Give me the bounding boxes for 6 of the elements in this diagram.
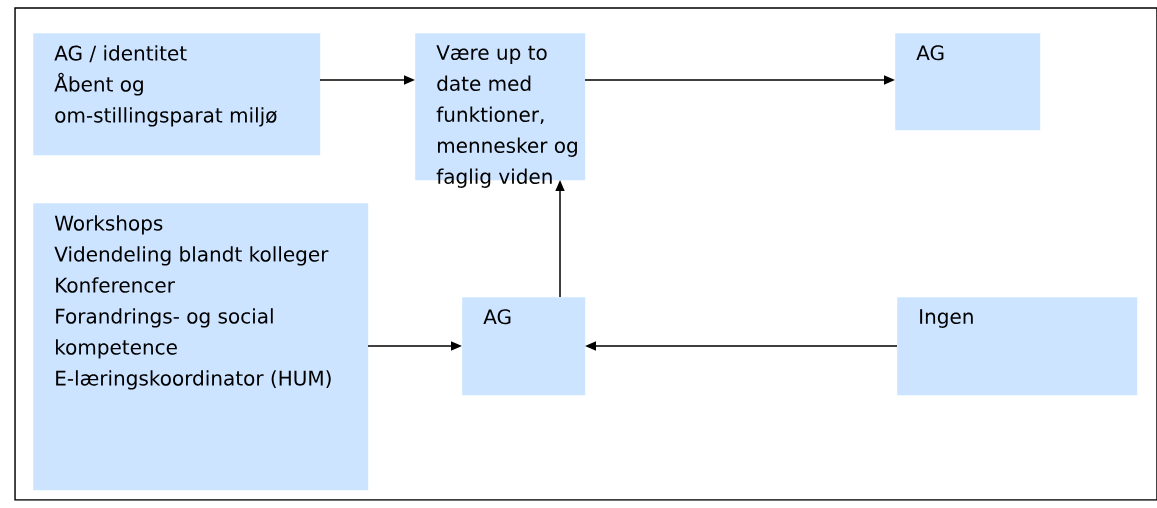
process-box: AG / identitet Åbent og om-stillingsparat miljø: [33, 33, 321, 156]
process-box: AG: [895, 33, 1041, 131]
process-box: AG: [462, 297, 586, 396]
process-box: Være up to date med funktioner, mennesker og faglig viden: [415, 33, 586, 188]
process-box: Workshops Videndeling blandt kolleger Konferencer Forandrings- og social kompetence E-læringskoordinator (HUM): [33, 203, 369, 491]
process-box: Ingen: [897, 297, 1138, 396]
